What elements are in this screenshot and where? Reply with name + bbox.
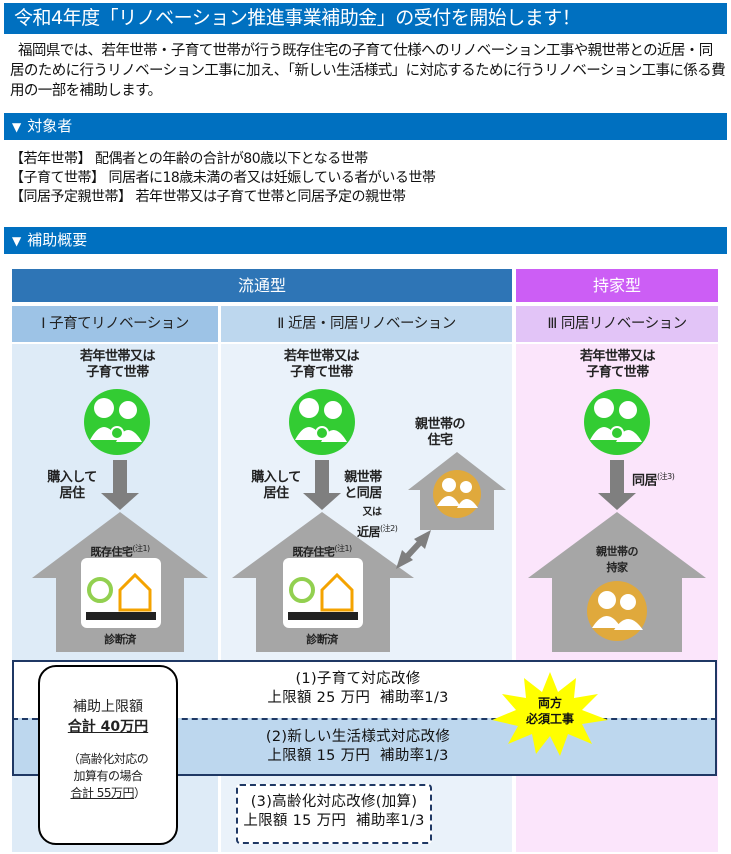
target-label: 【若年世帯】 [10,151,92,167]
household-line: 子育て世帯 [86,365,149,380]
subsidy-limit-box: 補助上限額 合計 40万円 （高齢化対応の 加算有の場合 合計 55万円） [38,665,178,845]
target-label: 【同居予定親世帯】 [10,189,132,205]
starburst-icon [492,672,608,756]
existing-house-label: 既存住宅(注1) [70,541,170,561]
purchase-label: 購入して居住 [240,470,312,502]
header-distribution-type: 流通型 [12,269,512,302]
parent-house-label: 親世帯の住宅 [410,417,470,449]
elderly-note-line: 加算有の場合 [73,769,143,783]
elderly-limit-note: （高齢化対応の 加算有の場合 合計 55万円） [40,751,176,802]
household-line: 若年世帯又は [79,349,156,364]
parent-owned-line: 持家 [606,561,629,574]
intro-body: 福岡県では、若年世帯・子育て世帯が行う既存住宅の子育て仕様へのリノベーション工事… [10,43,726,99]
parent-owned-label: 親世帯の持家 [582,544,652,576]
section-overview-header: ▼ 補助概要 [4,227,727,254]
note1-marker: (注1) [334,544,352,553]
subsidy-item-name: (1)子育て対応改修 [295,671,421,687]
purchase-line: 購入して [47,470,97,485]
required-works-label: 両方 必須工事 [515,695,585,727]
household-line: 子育て世帯 [290,365,353,380]
cohabit-parent-line: 親世帯 [344,470,382,485]
subsidy-item-elderly: (3)高齢化対応改修(加算) 上限額 15 万円 補助率1/3 [228,793,440,831]
section-targets-title: 対象者 [27,117,73,135]
purchase-line: 購入して [251,470,301,485]
household-label: 若年世帯又は子育て世帯 [60,349,175,381]
subsidy-item-detail: 上限額 25 万円 補助率1/3 [267,690,449,706]
intro-text: 福岡県では、若年世帯・子育て世帯が行う既存住宅の子育て仕様へのリノベーション工事… [10,41,726,101]
header-owned-type: 持家型 [516,269,718,302]
target-desc: 若年世帯又は子育て世帯と同居予定の親世帯 [135,189,406,205]
elderly-note-close: ） [134,786,146,800]
note3-marker: (注3) [657,472,675,481]
existing-house-label: 既存住宅(注1) [272,541,372,561]
household-line: 若年世帯又は [579,349,656,364]
column-header-cohabit: Ⅲ 同居リノベーション [516,306,718,342]
section-targets-header: ▼ 対象者 [4,113,727,140]
note1-marker: (注1) [132,544,150,553]
note2-marker: (注2) [380,524,398,533]
subsidy-item-name: (3)高齢化対応改修(加算) [250,794,418,810]
existing-house-text: 既存住宅 [292,545,335,559]
triangle-down-icon: ▼ [12,120,22,134]
column-header-nearby-cohabit: Ⅱ 近居・同居リノベーション [221,306,512,342]
limit-title: 補助上限額 [73,699,143,715]
page-title: 令和4年度「リノベーション推進事業補助金」の受付を開始します！ [4,3,727,34]
subsidy-item-name: (2)新しい生活様式対応改修 [265,729,451,745]
household-line: 子育て世帯 [586,365,649,380]
target-item: 【同居予定親世帯】 若年世帯又は子育て世帯と同居予定の親世帯 [10,188,435,207]
required-line: 必須工事 [525,712,574,726]
cohabit-text: 同居 [632,473,658,489]
household-line: 若年世帯又は [283,349,360,364]
purchase-line: 居住 [263,486,289,501]
targets-list: 【若年世帯】 配偶者との年齢の合計が80歳以下となる世帯 【子育て世帯】 同居者… [10,150,436,207]
purchase-line: 居住 [59,486,85,501]
target-item: 【子育て世帯】 同居者に18歳未満の者又は妊娠している者がいる世帯 [10,169,436,188]
household-label: 若年世帯又は子育て世帯 [264,349,379,381]
parent-house-line: 親世帯の [414,417,466,432]
inspected-label: 診断済 [104,633,136,646]
section-overview-title: 補助概要 [27,231,88,249]
target-desc: 配偶者との年齢の合計が80歳以下となる世帯 [94,151,368,167]
cohabit-parent-label: 親世帯と同居 [333,470,393,502]
cohabit-label: 同居(注3) [632,469,702,489]
elderly-total: 合計 55万円 [70,786,135,800]
cohabit-parent-line: と同居 [344,486,382,501]
subsidy-item-detail: 上限額 15 万円 補助率1/3 [243,813,425,829]
subsidy-item-new-lifestyle: (2)新しい生活様式対応改修 上限額 15 万円 補助率1/3 [228,728,488,766]
nearby-text: 近居 [357,525,381,539]
subsidy-item-elderly-box [236,784,432,844]
triangle-down-icon: ▼ [12,234,22,248]
target-desc: 同居者に18歳未満の者又は妊娠している者がいる世帯 [108,170,436,186]
column-header-childcare: Ⅰ 子育てリノベーション [12,306,218,342]
household-label: 若年世帯又は子育て世帯 [560,349,675,381]
target-label: 【子育て世帯】 [10,170,105,186]
subsidy-item-detail: 上限額 15 万円 補助率1/3 [267,748,449,764]
nearby-label: 近居(注2) [357,521,427,540]
limit-total: 合計 40万円 [67,719,149,735]
parent-house-line: 住宅 [427,433,453,448]
or-label: 又は [362,507,383,518]
purchase-label: 購入して居住 [36,470,108,502]
elderly-note-line: （高齢化対応の [67,752,149,766]
target-item: 【若年世帯】 配偶者との年齢の合計が80歳以下となる世帯 [10,150,435,169]
parent-owned-line: 親世帯の [596,545,639,558]
inspected-label: 診断済 [306,633,338,646]
required-line: 両方 [537,696,562,710]
existing-house-text: 既存住宅 [90,545,133,559]
subsidy-item-childcare: (1)子育て対応改修 上限額 25 万円 補助率1/3 [228,670,488,708]
